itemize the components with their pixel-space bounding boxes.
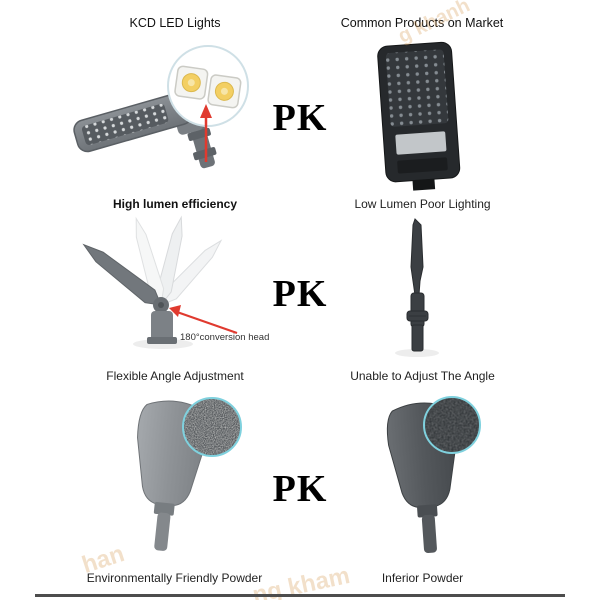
row2-right-caption: Unable to Adjust The Angle [350,369,495,383]
row1-right-caption: Low Lumen Poor Lighting [354,197,491,211]
led-chip-closeup [174,65,242,109]
row2-left-caption: Flexible Angle Adjustment [106,369,244,383]
kcd-street-light-illustration [73,45,249,169]
rotating-blades [82,215,223,313]
pk-label-row2: PK [272,273,328,315]
row1-right-product-image [330,38,510,194]
row2-left-product-image [75,213,275,363]
lamp-body [73,92,217,169]
left-column-header: KCD LED Lights [129,16,221,30]
adjustable-angle-illustration [82,215,238,349]
red-pivot-arrow-icon [169,305,238,335]
bottom-divider [35,594,565,597]
row3-left-product-image [80,393,270,561]
right-column-header: Common Products on Market [340,16,504,30]
fixed-angle-light-illustration [395,218,439,357]
red-up-arrow-icon [200,104,212,162]
row1-left-product-image [70,40,280,192]
friendly-powder-illustration [137,397,242,551]
common-solar-light-illustration [377,41,461,191]
solar-light-body [377,41,461,191]
inferior-powder-illustration [386,396,481,553]
fixed-light-body [406,218,429,352]
conversion-head-annotation: 180°conversion head [180,332,270,343]
row3-right-product-image [330,393,510,561]
row2-right-product-image [335,215,500,363]
pk-label-row3: PK [272,468,328,510]
pk-label-row1: PK [272,97,328,139]
row3-left-caption: Environmentally Friendly Powder [86,571,263,585]
row1-left-caption: High lumen efficiency [112,197,238,211]
row3-right-caption: Inferior Powder [381,571,464,585]
